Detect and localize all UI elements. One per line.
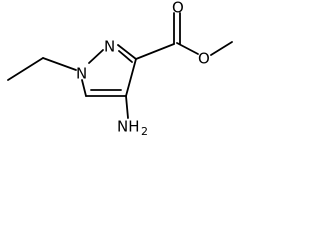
bond-c3-carbonyl-c — [135, 43, 175, 60]
bond-c4-amine — [125, 95, 129, 119]
atom-label-amine-subscript: 2 — [141, 125, 148, 138]
atom-label-n2: N — [104, 38, 115, 56]
structure-diagram: N N O O NH 2 — [7, 0, 233, 138]
bond-n2-c3 — [117, 44, 137, 60]
bond-c5-n1 — [81, 79, 87, 97]
bond-carbonyl-c-ester-o — [176, 42, 199, 55]
bond-ester-o-methyl — [210, 41, 233, 56]
bond-ethyl-ch3-ch2 — [7, 57, 44, 81]
atom-label-amine-n: NH — [117, 118, 140, 136]
bond-n2-c3-double — [118, 50, 133, 63]
bond-c3-c4 — [125, 58, 137, 97]
bond-ethyl-ch2-n1 — [42, 57, 77, 71]
atom-label-carbonyl-o: O — [172, 0, 184, 17]
atom-label-n1: N — [76, 65, 87, 83]
bond-n1-n2 — [88, 49, 104, 64]
atom-label-ester-o: O — [198, 50, 210, 68]
